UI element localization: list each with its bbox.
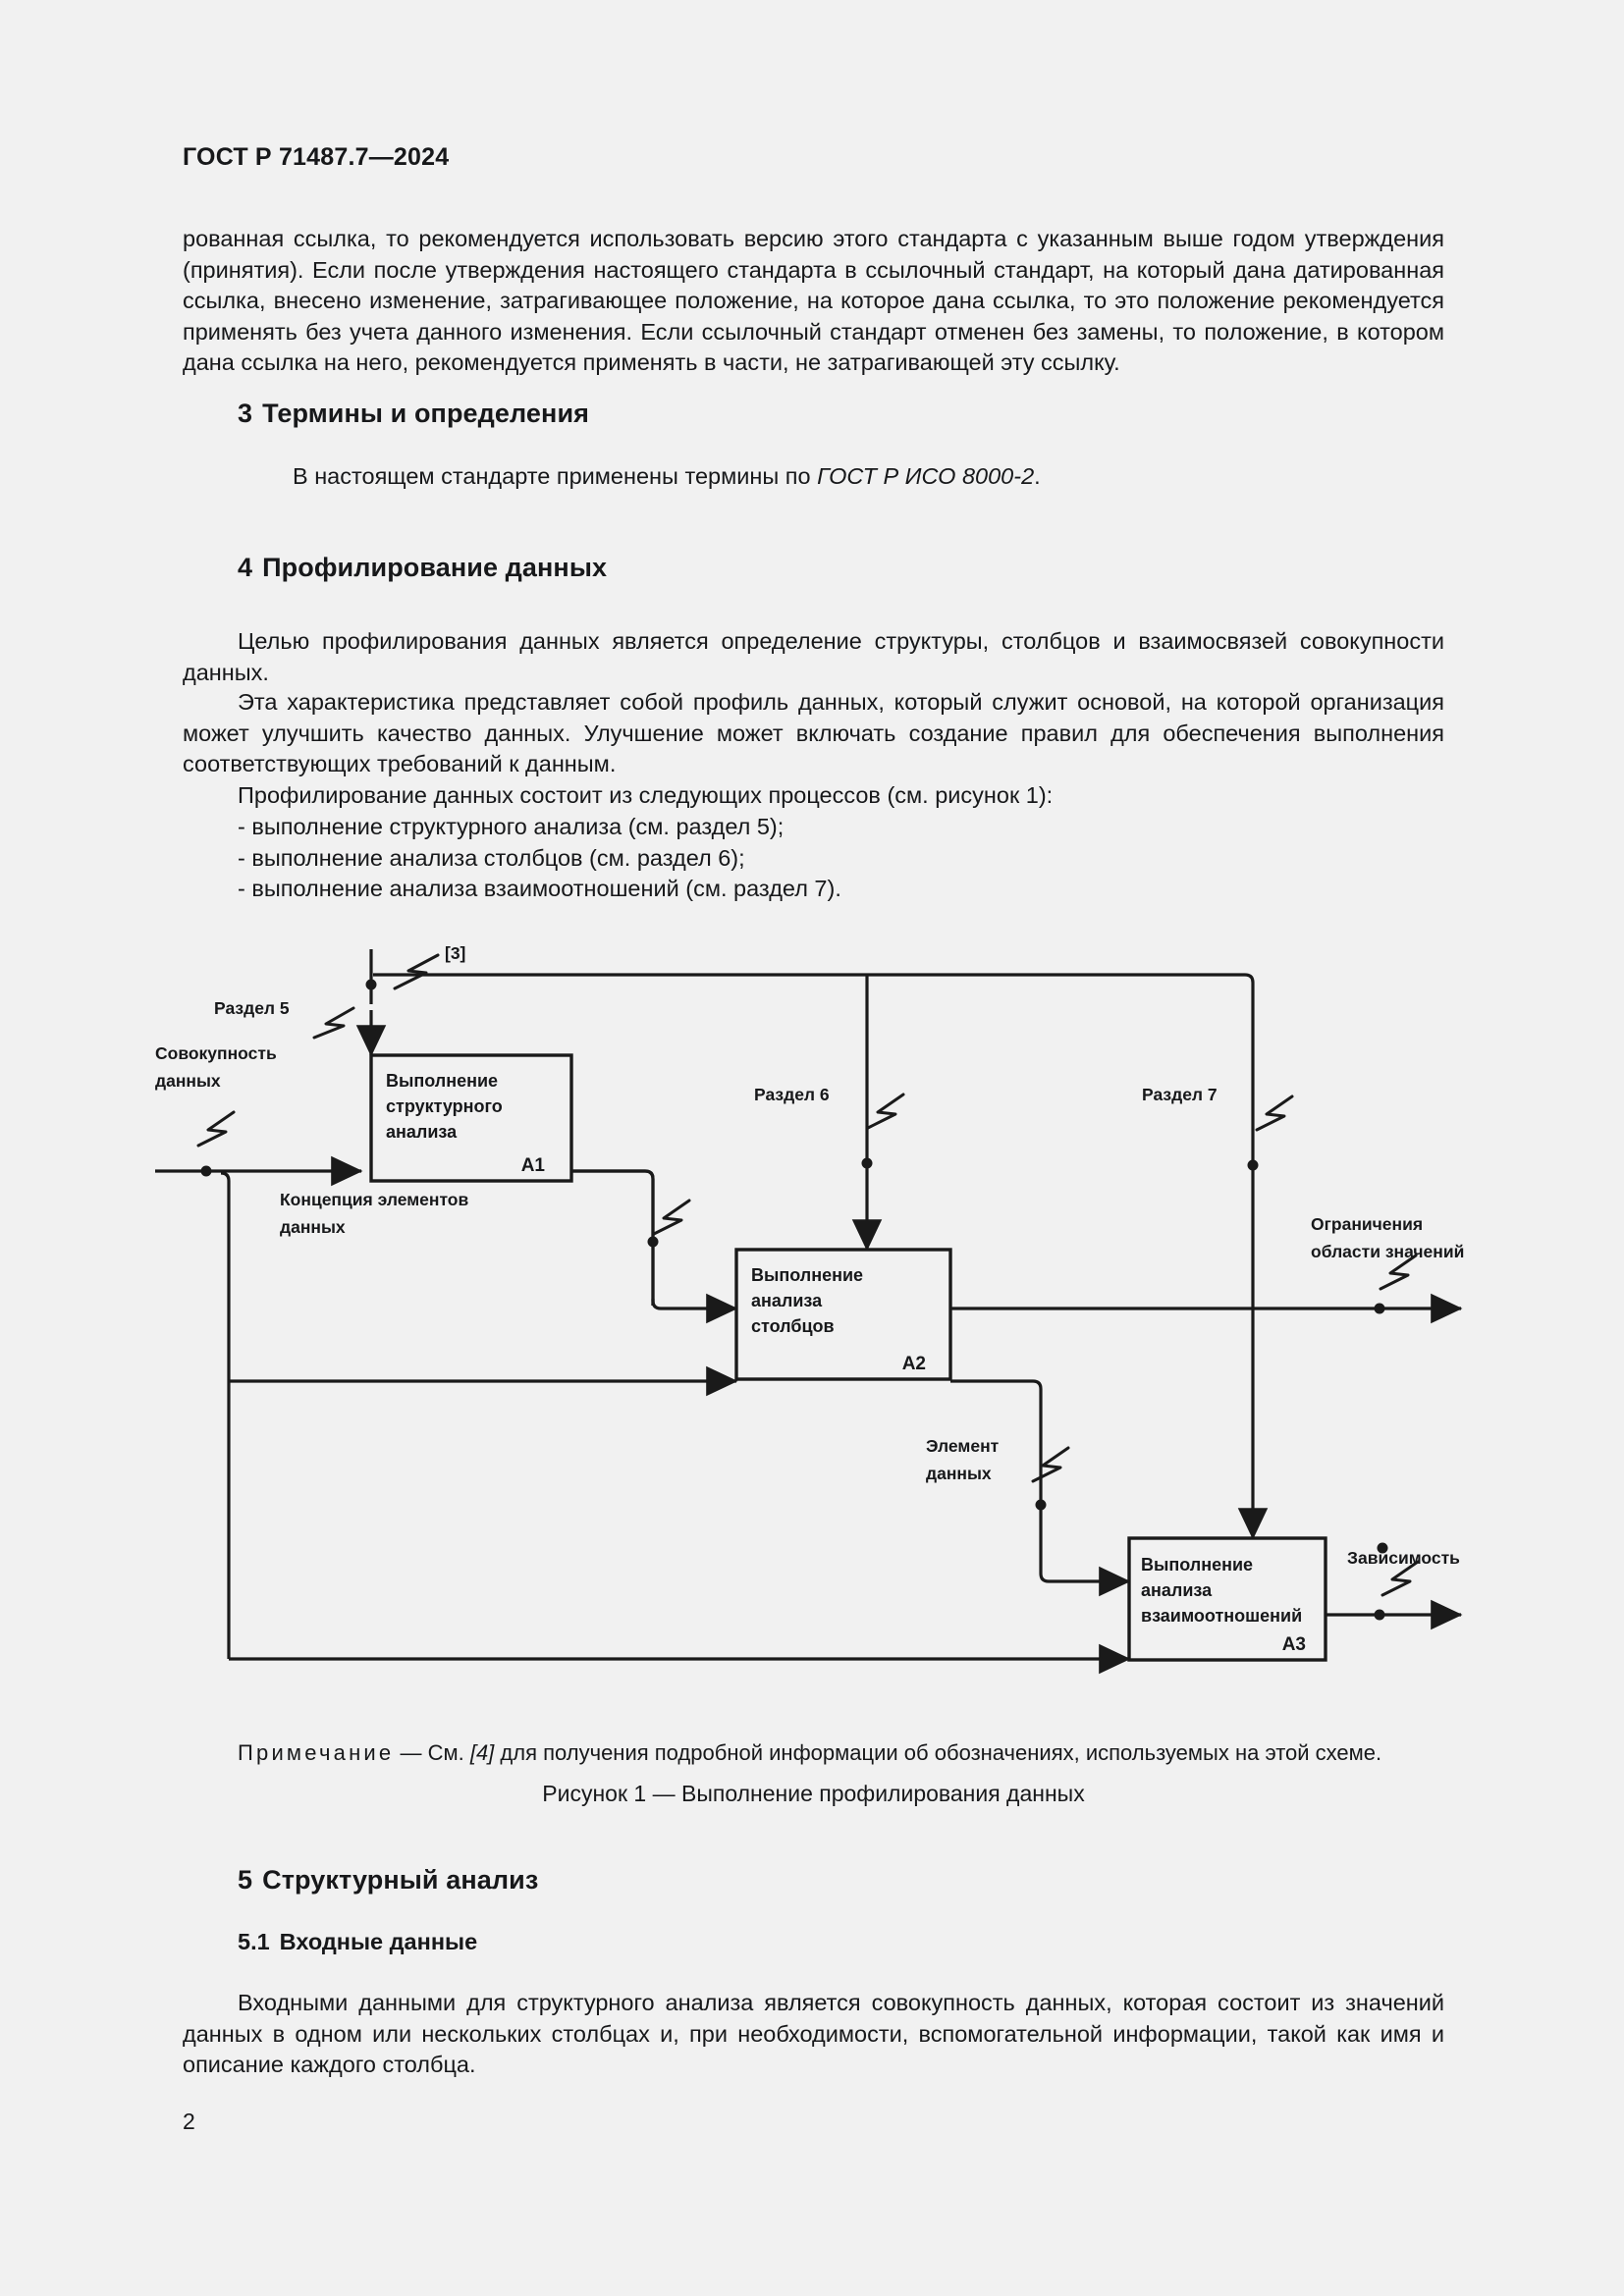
junction-dot — [365, 979, 377, 990]
figure-label-constraints-line1: Ограничения — [1311, 1214, 1423, 1234]
box-a2-line-2: анализа — [751, 1291, 823, 1310]
tie-squiggle-dependency — [1380, 1560, 1420, 1597]
section-5-1-heading: 5.1 Входные данные — [238, 1929, 1499, 1955]
section-4-paragraph-3-block: Профилирование данных состоит из следующ… — [183, 780, 1444, 812]
section-3-heading-text: 3 Термины и определения — [238, 399, 1499, 429]
section-3-title: Термины и определения — [262, 399, 590, 428]
section-5-number: 5 — [238, 1865, 253, 1895]
section-3-text-after: . — [1034, 463, 1041, 489]
section-5-1-title: Входные данные — [279, 1929, 478, 1954]
box-a2-line-3: столбцов — [751, 1316, 835, 1336]
process-box-a2 — [734, 1248, 952, 1381]
section-4-title: Профилирование данных — [262, 553, 608, 582]
junction-dot — [861, 1157, 873, 1169]
tie-squiggle-ref3 — [393, 953, 440, 990]
section-4-paragraph-1-block: Целью профилирования данных является опр… — [183, 626, 1444, 688]
section-4-paragraph-2-block: Эта характеристика представляет собой пр… — [183, 687, 1444, 780]
figure-label-razdel5: Раздел 5 — [214, 998, 290, 1018]
figure-label-element-line2: данных — [926, 1464, 992, 1483]
note-text-before: См. — [427, 1740, 470, 1765]
tie-squiggle-razdel7 — [1255, 1095, 1294, 1132]
section-4-process-list: - выполнение структурного анализа (см. р… — [238, 812, 1499, 905]
list-item: - выполнение анализа взаимоотношений (см… — [238, 876, 841, 901]
figure-caption-block: Рисунок 1 — Выполнение профилирования да… — [183, 1779, 1444, 1808]
tie-squiggle-razdel6 — [866, 1093, 905, 1130]
section-5-title: Структурный анализ — [262, 1865, 539, 1895]
box-a2-line-1: Выполнение — [751, 1265, 863, 1285]
section-4-paragraph-2: Эта характеристика представляет собой пр… — [183, 689, 1444, 776]
junction-dot — [365, 1028, 377, 1040]
process-box-a3 — [1127, 1536, 1327, 1662]
section-5-1-number: 5.1 — [238, 1929, 270, 1954]
tie-squiggle-input — [196, 1110, 236, 1148]
junction-dot — [1374, 1609, 1385, 1621]
intro-paragraph-block: рованная ссылка, то рекомендуется исполь… — [183, 224, 1444, 379]
section-3-heading: 3 Термины и определения — [238, 399, 1499, 429]
box-a1-line-1: Выполнение — [386, 1071, 498, 1091]
figure-1-idef0-diagram: Выполнение структурного анализа A1 Выпол… — [147, 937, 1502, 1703]
junction-dot — [1247, 1159, 1259, 1171]
tie-squiggle-razdel5 — [312, 1006, 355, 1040]
figure-label-concept-line1: Концепция элементов — [280, 1190, 468, 1209]
a3-input-arrow-upper — [1039, 1505, 1131, 1597]
note-dash: — — [394, 1740, 428, 1765]
a2-input-arrow-upper — [651, 1242, 738, 1324]
figure-note-block: Примечание — См. [4] для получения подро… — [183, 1716, 1444, 1789]
tie-squiggle-constraints — [1379, 1254, 1418, 1291]
running-head: ГОСТ Р 71487.7—2024 — [183, 143, 450, 171]
intro-paragraph: рованная ссылка, то рекомендуется исполь… — [183, 226, 1444, 375]
section-3-reference: ГОСТ Р ИСО 8000-2 — [817, 463, 1035, 489]
section-5-heading: 5 Структурный анализ — [238, 1865, 1499, 1896]
box-a3-text: Выполнение анализа взаимоотношений — [1141, 1555, 1302, 1626]
figure-label-constraints-line2: области значений — [1311, 1242, 1464, 1261]
box-a2-id: A2 — [902, 1354, 926, 1374]
section-5-1-paragraph-block: Входными данными для структурного анализ… — [183, 1988, 1444, 2081]
box-a2-text: Выполнение анализа столбцов — [751, 1265, 863, 1336]
process-box-a1 — [369, 1053, 573, 1183]
note-label: Примечание — [238, 1740, 395, 1765]
section-3-number: 3 — [238, 399, 253, 428]
figure-label-dependency: Зависимость — [1347, 1548, 1460, 1568]
figure-label-input-line1: Совокупность — [155, 1043, 277, 1063]
list-item: - выполнение структурного анализа (см. р… — [238, 814, 785, 839]
box-a3-line-1: Выполнение — [1141, 1555, 1253, 1575]
list-item: - выполнение анализа столбцов (см. разде… — [238, 844, 745, 871]
figure-note: Примечание — См. [4] для получения подро… — [183, 1737, 1444, 1768]
figure-label-ref3: [3] — [445, 943, 465, 963]
note-text-after: для получения подробной информации об об… — [494, 1740, 1382, 1765]
section-4-number: 4 — [238, 553, 253, 582]
page-number: 2 — [183, 2109, 195, 2134]
tie-squiggle-concept — [652, 1199, 691, 1236]
section-3-text-before: В настоящем стандарте применены термины … — [293, 463, 818, 489]
figure-caption: Рисунок 1 — Выполнение профилирования да… — [542, 1781, 1085, 1806]
section-5-1-heading-text: 5.1 Входные данные — [238, 1929, 1499, 1955]
box-a3-id: A3 — [1282, 1634, 1306, 1655]
note-reference: [4] — [469, 1740, 495, 1765]
section-4-heading-text: 4 Профилирование данных — [238, 553, 1499, 583]
box-a1-line-2: структурного — [386, 1096, 503, 1116]
section-5-1-paragraph: Входными данными для структурного анализ… — [183, 1990, 1444, 2077]
figure-label-element-line1: Элемент — [926, 1436, 1000, 1456]
section-3-body-block: В настоящем стандарте применены термины … — [238, 461, 1444, 493]
box-a1-id: A1 — [521, 1155, 546, 1176]
junction-dot — [1377, 1542, 1388, 1554]
figure-label-razdel7: Раздел 7 — [1142, 1085, 1218, 1104]
box-a3-line-2: анализа — [1141, 1580, 1213, 1600]
section-4-paragraph-3: Профилирование данных состоит из следующ… — [238, 782, 1054, 808]
figure-label-concept-line2: данных — [280, 1217, 346, 1237]
figure-label-razdel6: Раздел 6 — [754, 1085, 830, 1104]
tie-squiggle-element — [1031, 1446, 1070, 1483]
box-a1-text: Выполнение структурного анализа — [386, 1071, 503, 1142]
figure-label-input-line2: данных — [155, 1071, 221, 1091]
box-a3-line-3: взаимоотношений — [1141, 1606, 1302, 1626]
section-4-paragraph-1: Целью профилирования данных является опр… — [183, 628, 1444, 685]
section-4-heading: 4 Профилирование данных — [238, 553, 1499, 583]
section-3-paragraph: В настоящем стандарте применены термины … — [238, 461, 1444, 493]
section-5-heading-text: 5 Структурный анализ — [238, 1865, 1499, 1896]
box-a1-line-3: анализа — [386, 1122, 458, 1142]
